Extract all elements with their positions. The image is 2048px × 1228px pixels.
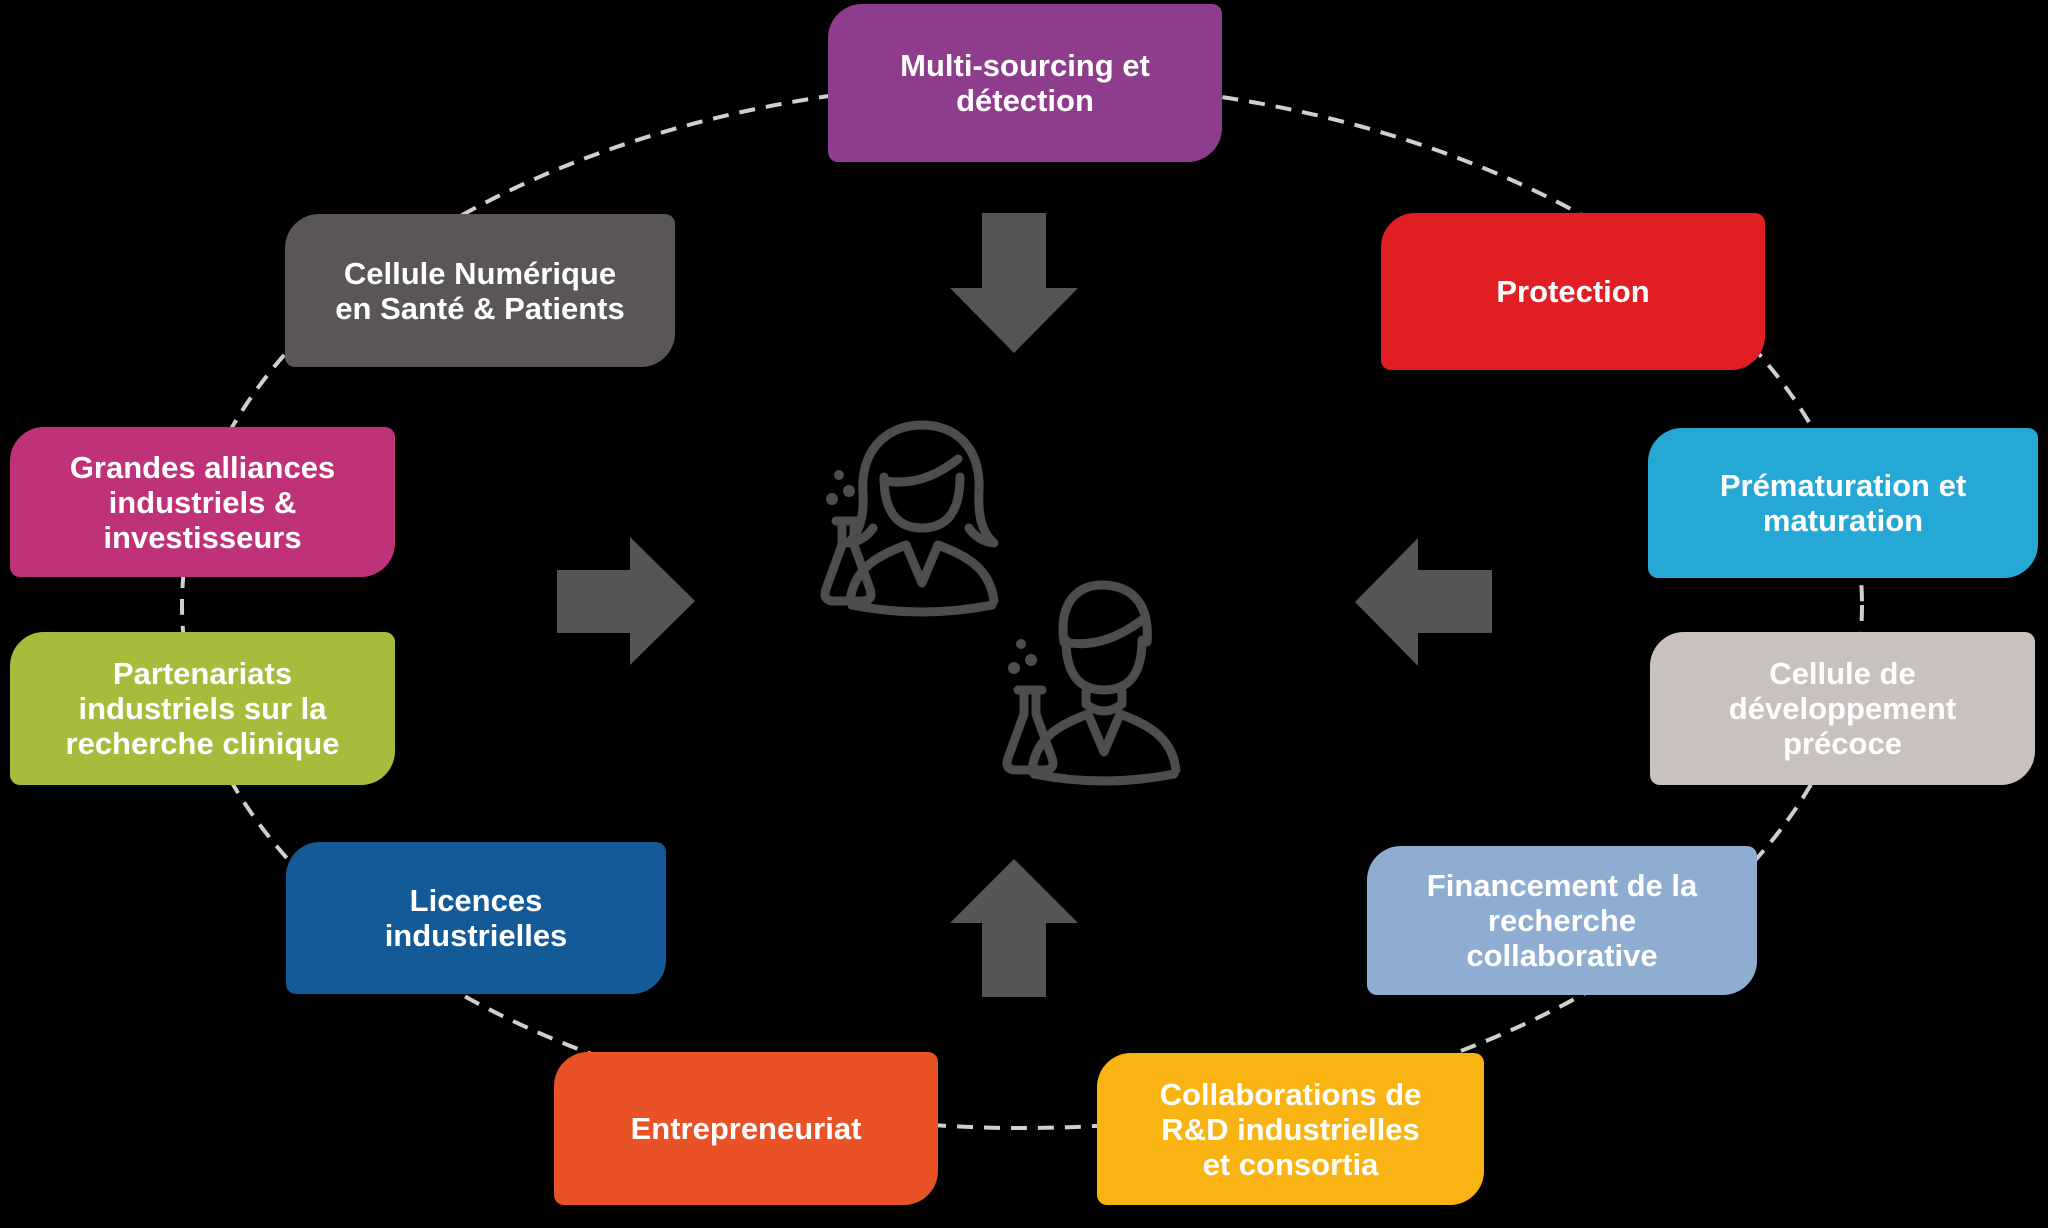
arrow-right-icon <box>557 537 695 665</box>
node-licences: Licences industrielles <box>286 842 666 994</box>
node-collaborations-rd: Collaborations de R&D industrielles et c… <box>1097 1053 1484 1205</box>
node-multi-sourcing: Multi-sourcing et détection <box>828 4 1222 162</box>
node-cellule-developpement: Cellule de développement précoce <box>1650 632 2035 785</box>
node-grandes-alliances: Grandes alliances industriels & investis… <box>10 427 395 577</box>
node-cellule-numerique: Cellule Numérique en Santé & Patients <box>285 214 675 367</box>
male-scientist-with-flask-icon <box>1002 580 1181 786</box>
node-prematuration: Prématuration et maturation <box>1648 428 2038 578</box>
arrow-left-icon <box>1355 538 1492 666</box>
flask-bubbles-icon <box>1008 639 1037 674</box>
arrow-down-icon <box>950 213 1078 353</box>
arrow-up-icon <box>950 859 1078 997</box>
node-entrepreneuriat: Entrepreneuriat <box>554 1052 938 1205</box>
flask-bubbles-icon <box>826 470 855 505</box>
node-financement: Financement de la recherche collaborativ… <box>1367 846 1757 995</box>
female-scientist-with-flask-icon <box>820 420 999 617</box>
node-protection: Protection <box>1381 213 1765 370</box>
node-partenariats: Partenariats industriels sur la recherch… <box>10 632 395 785</box>
